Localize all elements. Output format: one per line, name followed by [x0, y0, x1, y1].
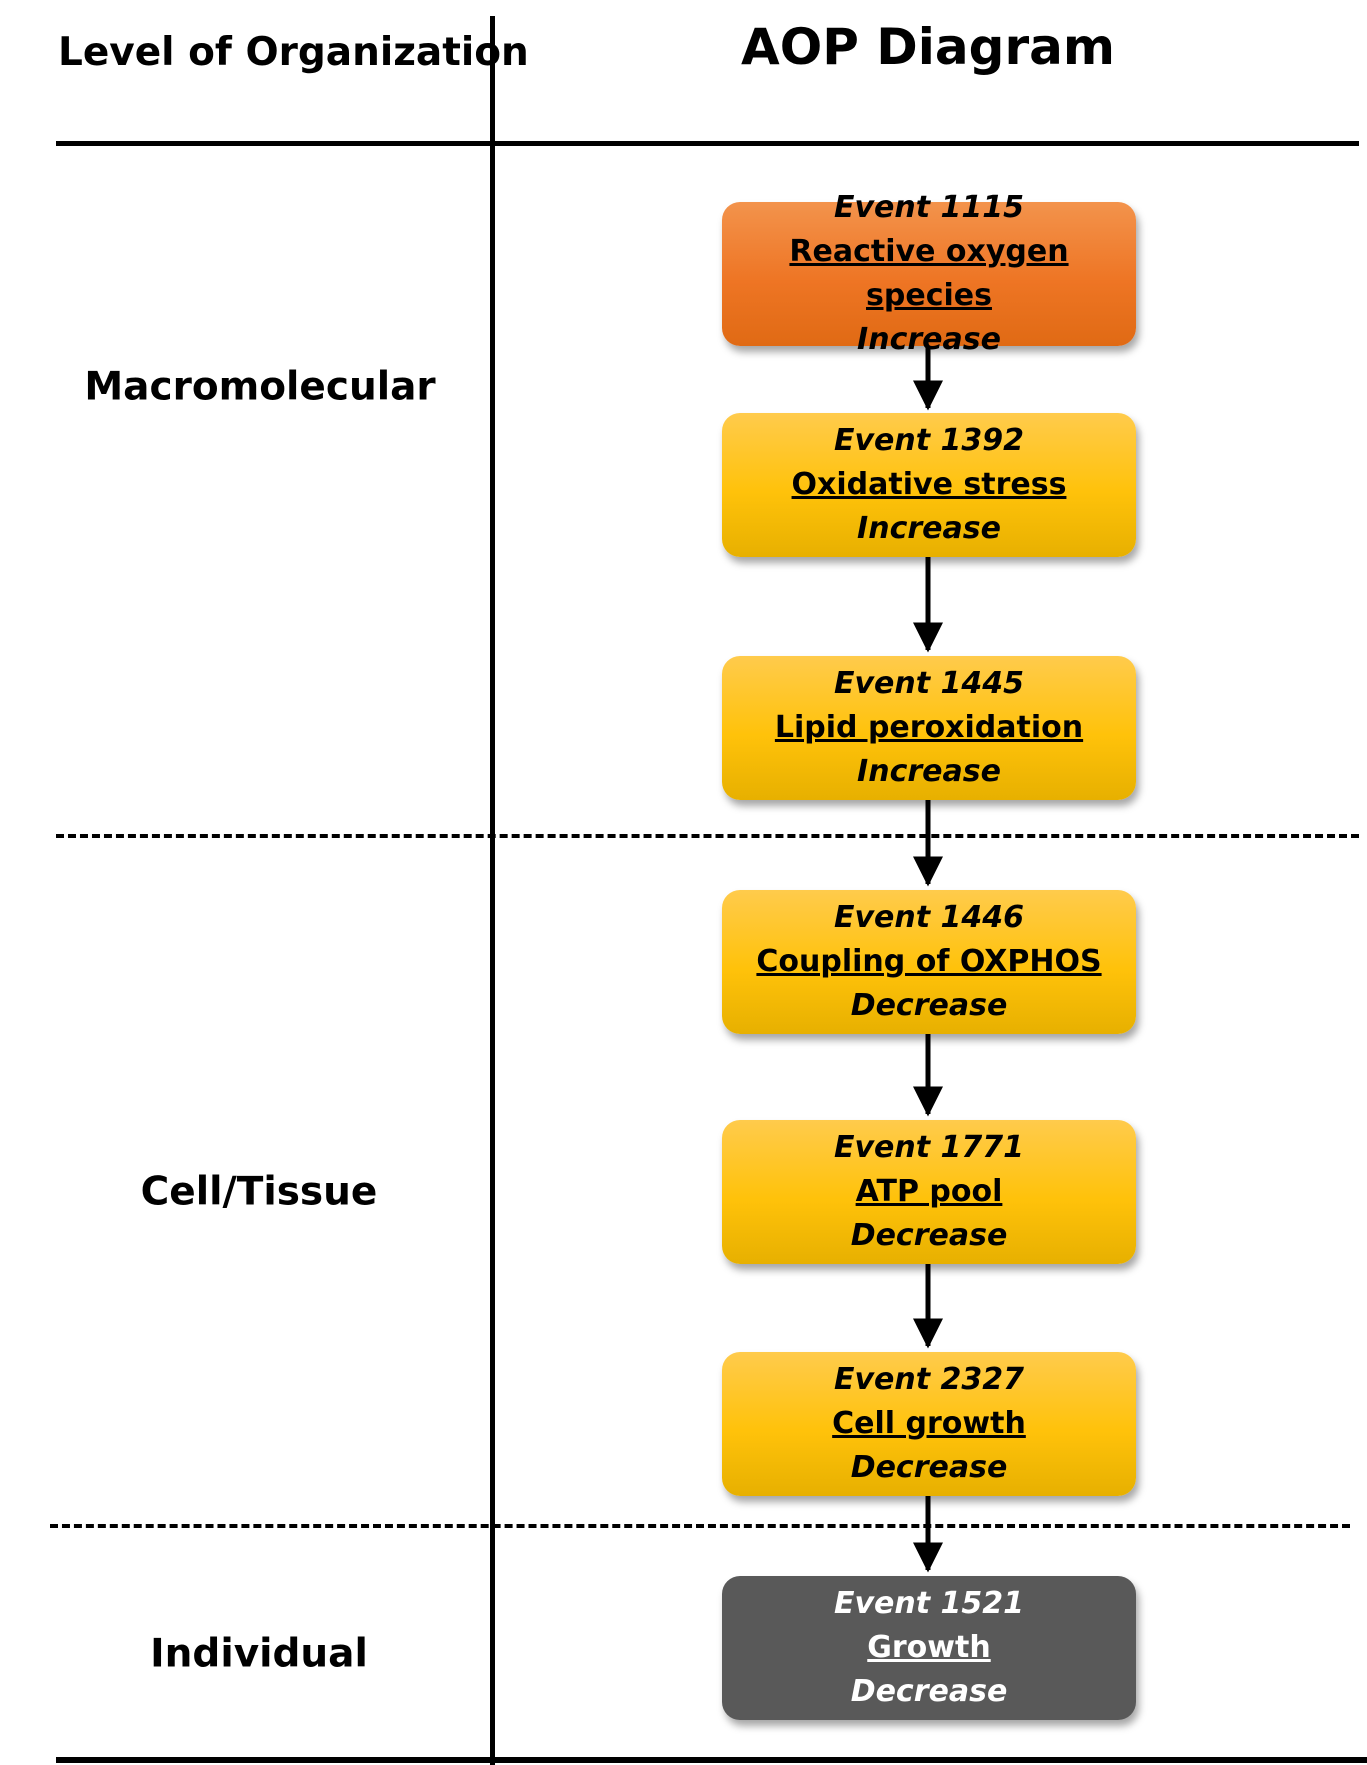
event-id: Event 1521 [833, 1586, 1025, 1621]
event-box-1115: Event 1115 Reactive oxygen species Incre… [722, 190, 1136, 357]
level-separator-1 [56, 834, 1359, 838]
event-name[interactable]: Growth [867, 1630, 991, 1665]
event-name[interactable]: Reactive oxygen species [789, 234, 1069, 313]
level-of-organization-header: Level of Organization [58, 30, 529, 75]
event-box-1445: Event 1445 Lipid peroxidation Increase [722, 656, 1136, 800]
event-id: Event 2327 [833, 1362, 1025, 1397]
level-macromolecular: Macromolecular [84, 364, 436, 410]
event-name[interactable]: Oxidative stress [791, 467, 1067, 502]
event-name[interactable]: Lipid peroxidation [774, 710, 1084, 745]
event-change: Decrease [850, 988, 1008, 1023]
bottom-divider [56, 1757, 1367, 1763]
event-box-2327: Event 2327 Cell growth Decrease [722, 1352, 1136, 1496]
vertical-divider [490, 16, 495, 1765]
event-change: Increase [857, 322, 1001, 357]
event-id: Event 1771 [833, 1130, 1025, 1165]
event-id: Event 1115 [833, 190, 1025, 225]
event-change: Increase [857, 754, 1001, 789]
event-id: Event 1445 [833, 666, 1025, 701]
event-box-1446: Event 1446 Coupling of OXPHOS Decrease [722, 890, 1136, 1034]
event-name[interactable]: Coupling of OXPHOS [756, 944, 1102, 979]
level-cell-tissue: Cell/Tissue [140, 1169, 378, 1215]
event-change: Increase [857, 511, 1001, 546]
event-change: Decrease [850, 1218, 1008, 1253]
event-change: Decrease [850, 1450, 1008, 1485]
level-separator-2 [50, 1524, 1350, 1528]
header-divider [56, 141, 1359, 146]
event-box-1771: Event 1771 ATP pool Decrease [722, 1120, 1136, 1264]
event-name[interactable]: Cell growth [832, 1406, 1026, 1441]
event-id: Event 1446 [833, 900, 1025, 935]
event-box-1392: Event 1392 Oxidative stress Increase [722, 413, 1136, 557]
event-name[interactable]: ATP pool [855, 1174, 1003, 1209]
aop-diagram-header: AOP Diagram [741, 18, 1115, 76]
event-box-1521: Event 1521 Growth Decrease [722, 1576, 1136, 1720]
event-id: Event 1392 [833, 423, 1025, 458]
level-individual: Individual [150, 1631, 368, 1677]
event-change: Decrease [850, 1674, 1008, 1709]
